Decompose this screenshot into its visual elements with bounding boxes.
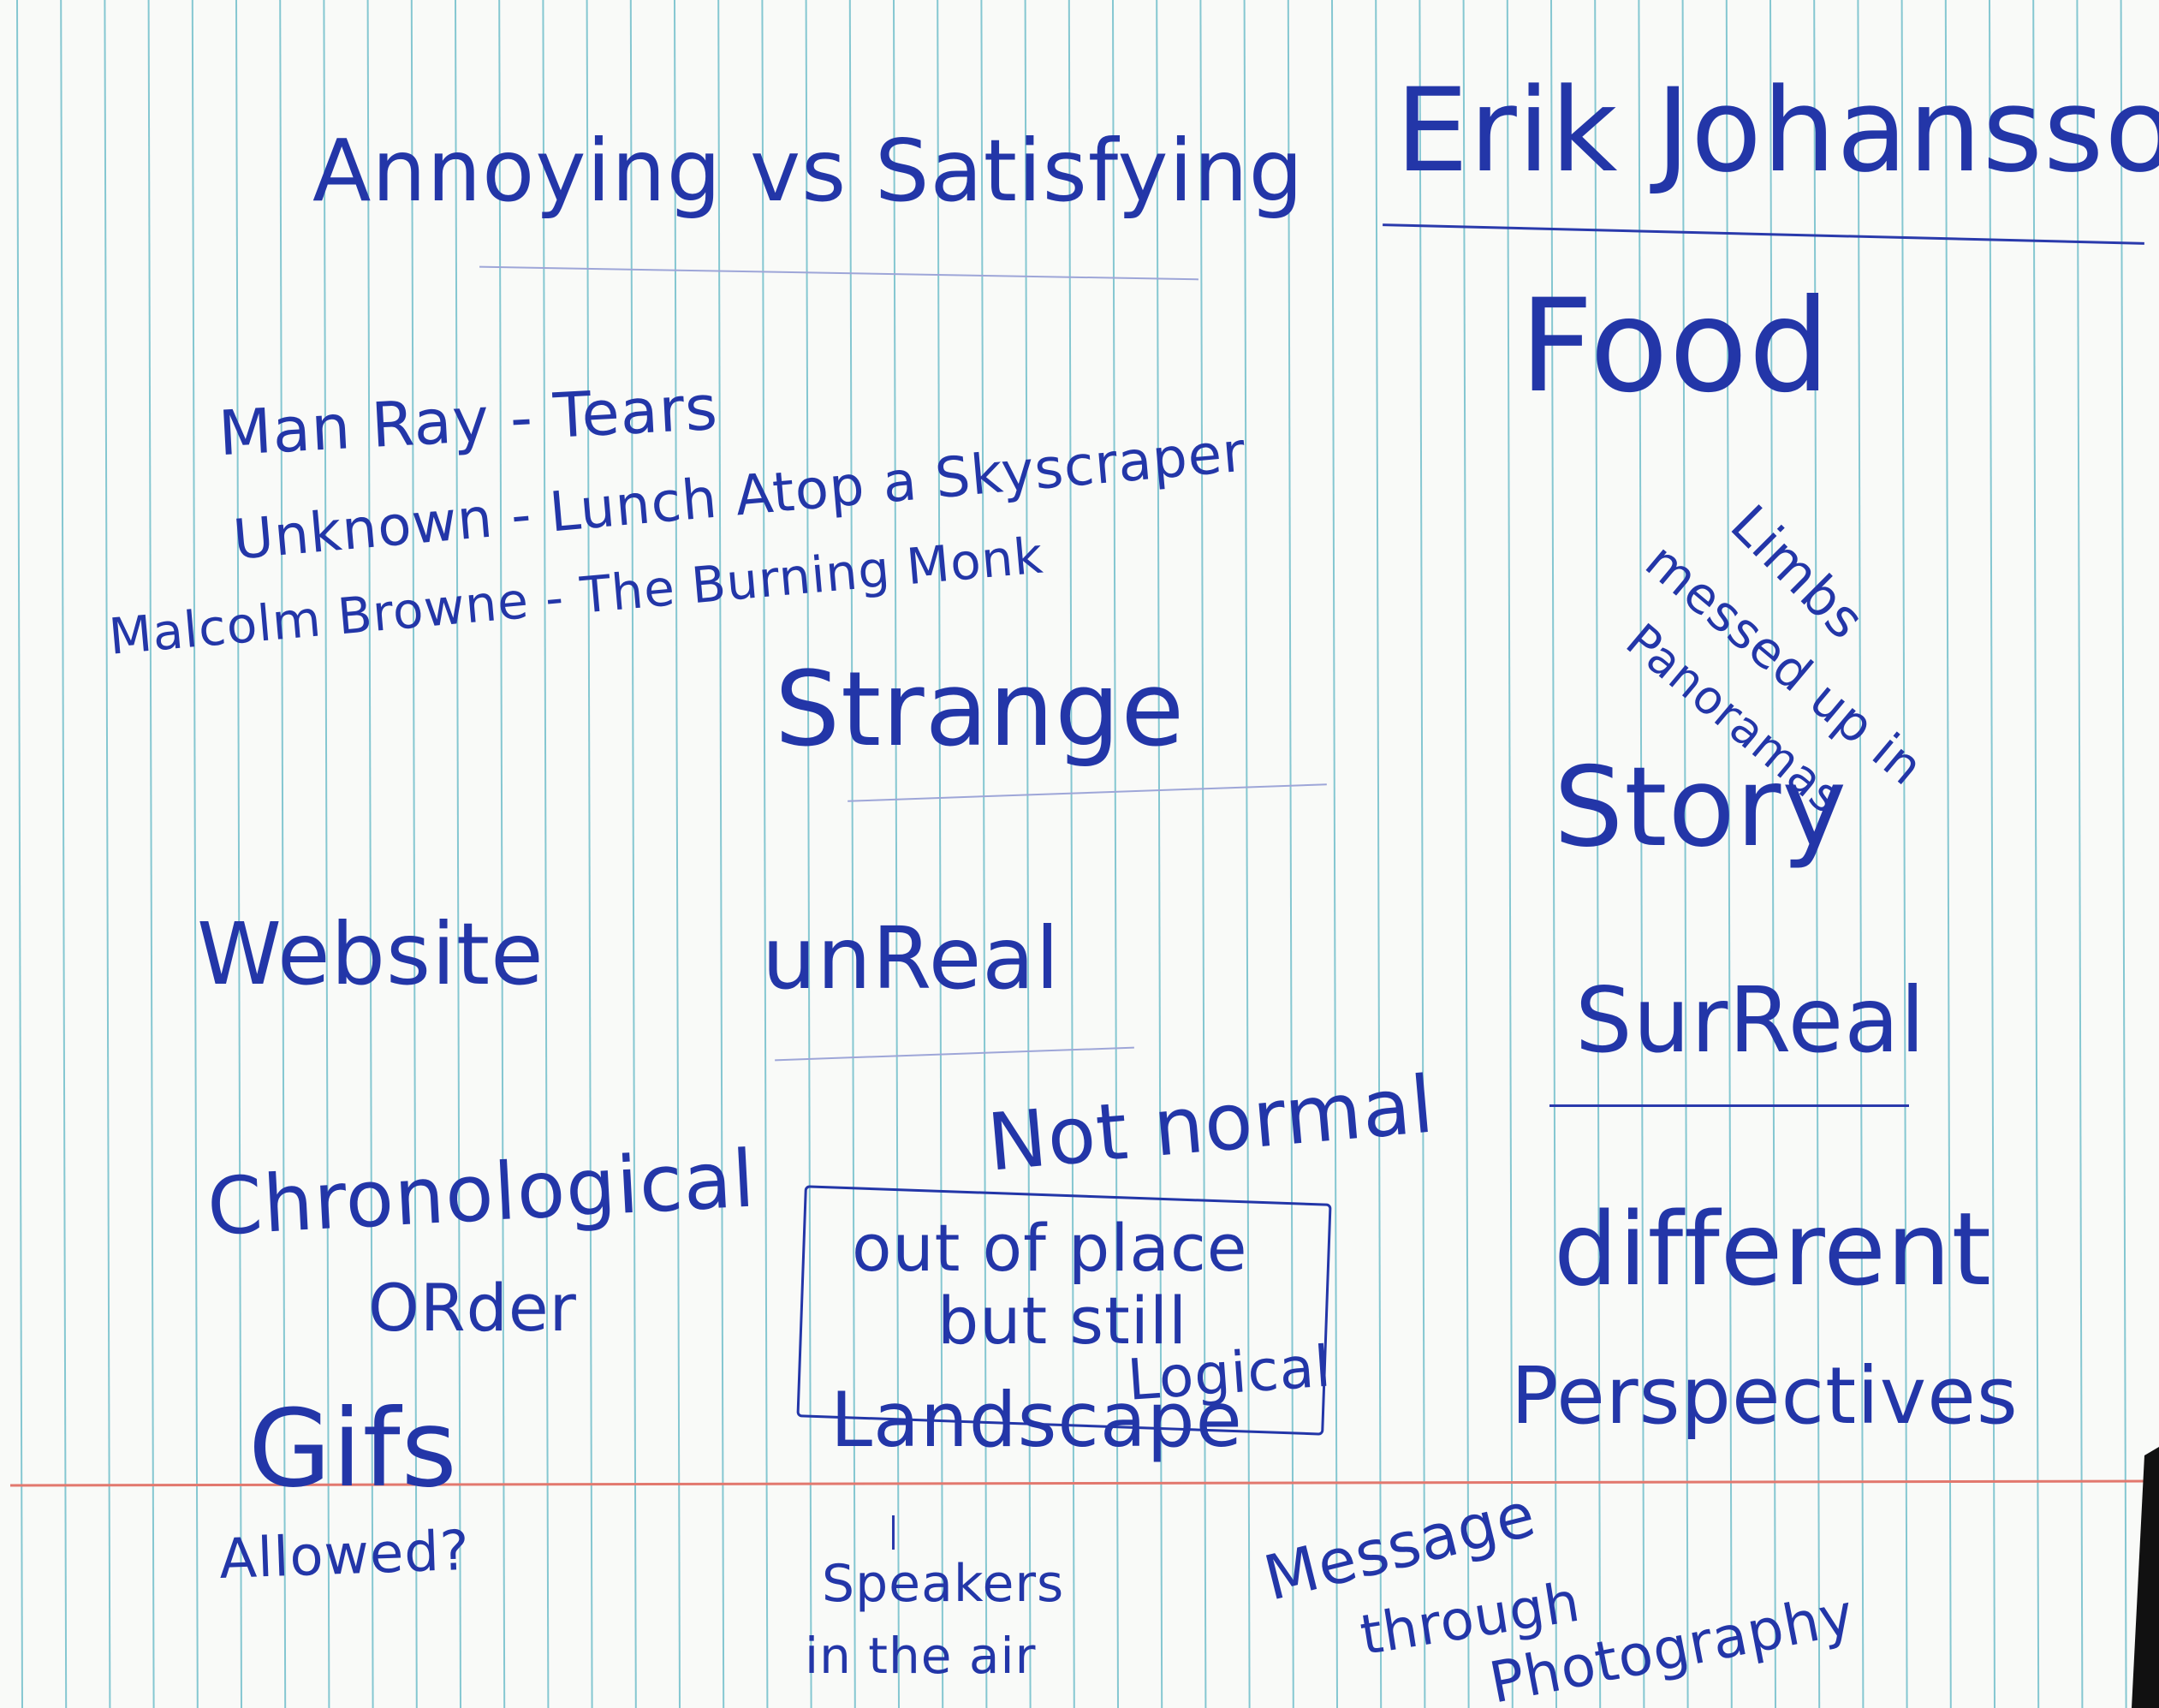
note-website: Website [197,904,544,1004]
note-strange: Strange [775,651,1186,770]
ruled-line [629,0,637,1708]
ruled-line [805,0,812,1708]
ruled-line [848,0,856,1708]
margin-line [9,1479,2159,1487]
note-but-still: but still [937,1282,1188,1359]
tick-landscape [892,1515,895,1550]
note-allowed: Allowed? [217,1519,472,1592]
note-unreal: unReal [762,908,1061,1009]
ruled-line [542,0,550,1708]
underline-surreal [1549,1104,1909,1107]
ruled-line [1112,0,1119,1708]
note-different: different [1554,1190,1992,1308]
ruled-line [980,0,988,1708]
ruled-line [1550,0,1557,1708]
ruled-line [586,0,593,1708]
ruled-line [366,0,374,1708]
ruled-line [717,0,725,1708]
ruled-line [16,0,23,1708]
ruled-line [1944,0,1952,1708]
note-landscape: Landscape [830,1376,1243,1464]
ruled-line [279,0,287,1708]
ruled-line [1900,0,1908,1708]
ruled-line [191,0,199,1708]
ruled-line [410,0,418,1708]
ruled-line [1331,0,1338,1708]
ruled-line [60,0,68,1708]
ruled-line [1462,0,1470,1708]
ruled-line [893,0,900,1708]
ruled-line [1068,0,1075,1708]
ruled-line [2076,0,2084,1708]
ruled-line [1287,0,1294,1708]
note-surreal: SurReal [1575,968,1926,1073]
note-out-of-place: out of place [852,1210,1248,1286]
note-erik-johansson: Erik Johansson [1395,63,2159,198]
ruled-line [674,0,681,1708]
note-gifs: Gifs [248,1387,458,1511]
note-in-the-air: in the air [805,1627,1037,1685]
ruled-line [761,0,769,1708]
ruled-line [323,0,330,1708]
ruled-line [1156,0,1163,1708]
ruled-line [498,0,506,1708]
ruled-line [1857,0,1865,1708]
note-perspectives: Perspectives [1511,1350,2019,1442]
note-food: Food [1520,272,1831,421]
ruled-line [1989,0,1995,1708]
ruled-line [2120,0,2127,1708]
note-speakers: Speakers [822,1554,1065,1614]
ruled-line [1769,0,1776,1708]
ruled-line [1419,0,1426,1708]
ruled-line [1375,0,1383,1708]
ruled-line [147,0,155,1708]
ruled-line [1024,0,1032,1708]
note-order: ORder [368,1270,577,1346]
ruled-line [1638,0,1645,1708]
ruled-line [1594,0,1602,1708]
ruled-line [104,0,111,1708]
ruled-line [1813,0,1821,1708]
ruled-line [2032,0,2040,1708]
ruled-line [1681,0,1689,1708]
ruled-line [455,0,461,1708]
note-annoying-vs-satisfying: Annoying vs Satisfying [312,121,1305,221]
ruled-line [1243,0,1251,1708]
ruled-line [1199,0,1207,1708]
ruled-line [1725,0,1733,1708]
page-edge-shadow [2132,1447,2159,1708]
ruled-line [937,0,944,1708]
ruled-line [1506,0,1514,1708]
ruled-line [235,0,242,1708]
note-story: Story [1554,744,1848,872]
